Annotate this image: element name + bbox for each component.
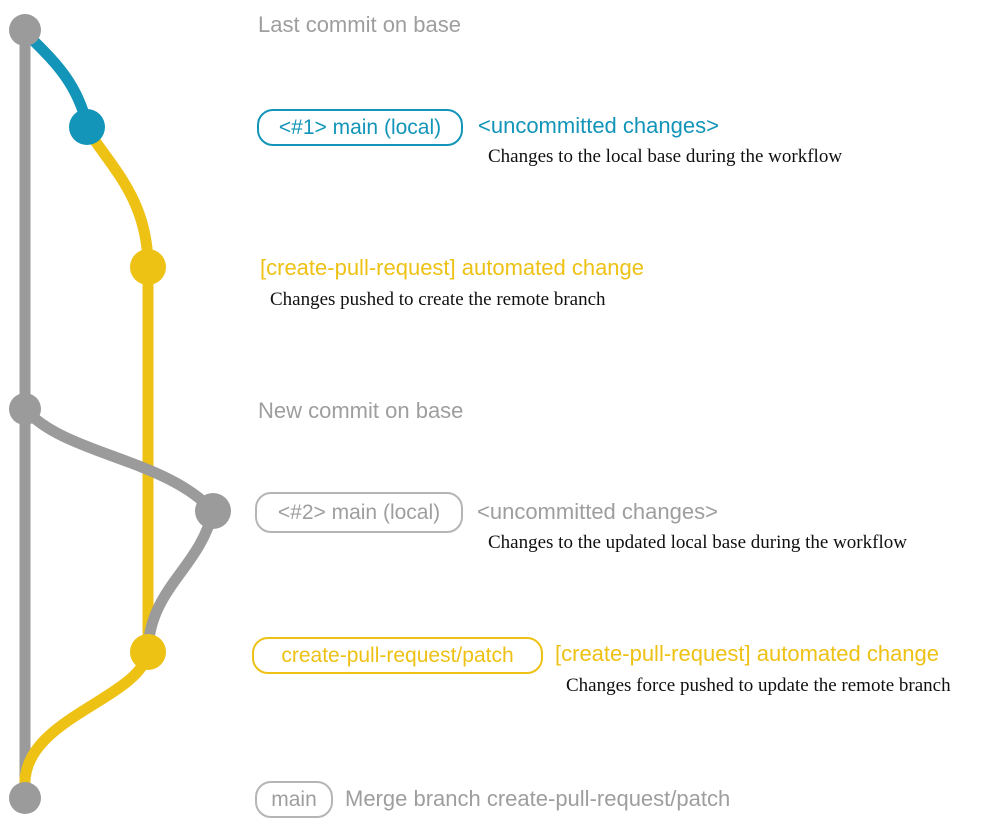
commit-dot-new-base <box>9 393 41 425</box>
milestone-new-commit-on-base: New commit on base <box>258 398 464 423</box>
branch-label-main-local-2: <#2> main (local) <box>255 492 463 533</box>
commit-dot-last-base <box>9 14 41 46</box>
local2-to-patch-line <box>142 505 219 656</box>
commit-message-local-2: <uncommitted changes> <box>477 499 718 524</box>
patch-branch-line <box>81 123 154 656</box>
commit-note-remote-1: Changes pushed to create the remote bran… <box>270 289 606 310</box>
commit-note-remote-2: Changes force pushed to update the remot… <box>566 675 951 696</box>
commit-dot-remote-2 <box>130 634 166 670</box>
commit-dot-remote-1 <box>130 249 166 285</box>
uncommitted-changes-line-1 <box>19 26 93 131</box>
commit-dot-local-1 <box>69 109 105 145</box>
commit-message-remote-1: [create-pull-request] automated change <box>260 255 645 280</box>
branch-label-main-local-1: <#1> main (local) <box>257 109 463 146</box>
base-to-local2-line <box>19 403 219 517</box>
commit-note-local-1: Changes to the local base during the wor… <box>488 146 843 167</box>
commit-dot-merge <box>9 782 41 814</box>
commit-note-local-2: Changes to the updated local base during… <box>488 532 907 553</box>
commit-message-local-1: <uncommitted changes> <box>478 113 719 138</box>
branch-label-create-pull-request-patch: create-pull-request/patch <box>252 637 543 674</box>
commit-message-merge: Merge branch create-pull-request/patch <box>345 786 731 811</box>
commit-message-remote-2: [create-pull-request] automated change <box>555 641 940 666</box>
commit-dot-local-2 <box>195 493 231 529</box>
milestone-last-commit-on-base: Last commit on base <box>258 12 461 37</box>
branch-label-main: main <box>255 781 333 818</box>
patch-merge-line <box>19 646 154 794</box>
